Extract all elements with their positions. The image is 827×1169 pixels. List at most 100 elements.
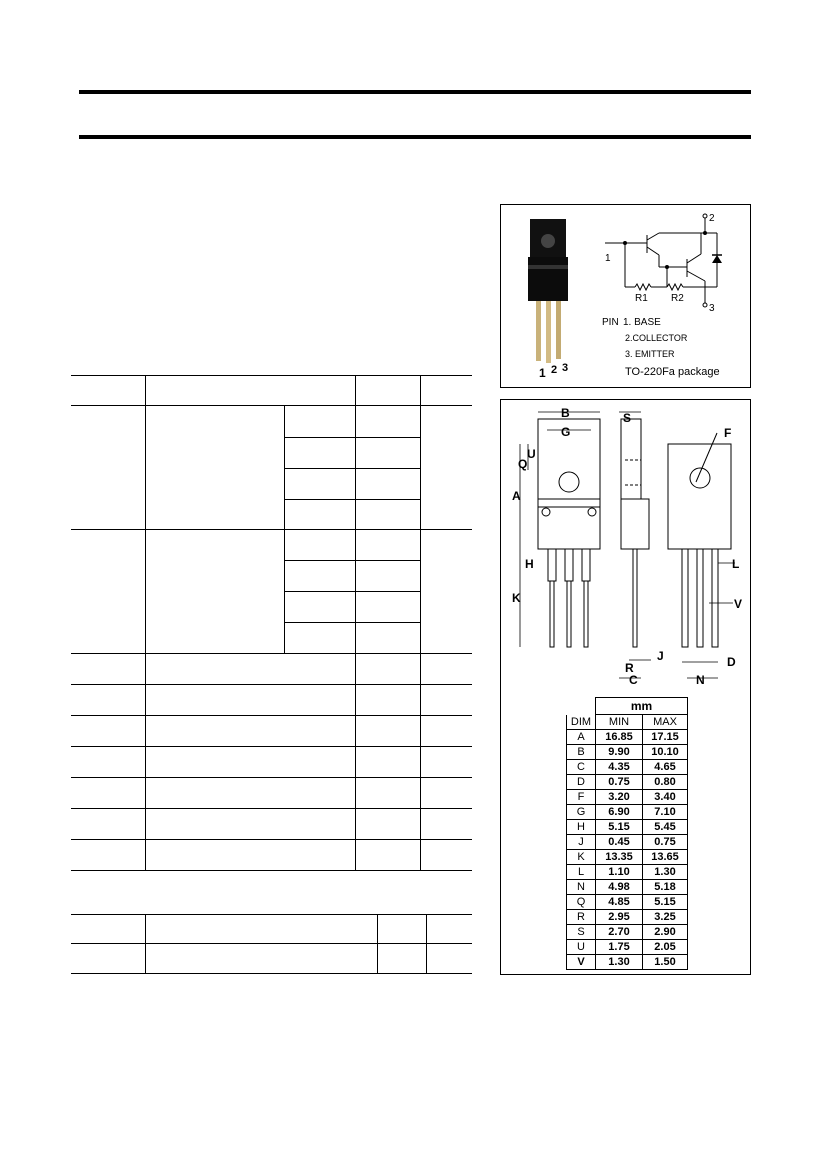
ratings-table-rule (285, 560, 420, 561)
dim-cell: 2.05 (642, 939, 688, 955)
dim-header: MAX (642, 714, 688, 730)
pin-definition: 1. BASE (623, 317, 661, 328)
dim-cell: 5.15 (642, 894, 688, 910)
header-rule-bottom (79, 135, 751, 139)
dim-cell: 0.45 (595, 834, 643, 850)
dim-cell: H (566, 819, 596, 835)
dim-cell: V (566, 954, 596, 970)
node-label: 3 (709, 303, 715, 314)
node-label: 2 (709, 213, 715, 224)
dim-label: H (525, 557, 534, 571)
dim-unit-row: mm (566, 697, 688, 715)
pin-number: 1 (539, 366, 546, 380)
ratings-table-rule (285, 499, 420, 500)
dim-cell: 3.25 (642, 909, 688, 925)
dim-label: Q (518, 457, 527, 471)
dim-label: V (734, 597, 742, 611)
dim-cell: 9.90 (595, 744, 643, 760)
ratings-table-rule (71, 746, 472, 747)
resistor-label: R1 (635, 293, 648, 304)
ratings-table-rule (71, 529, 472, 530)
dim-cell: 5.45 (642, 819, 688, 835)
dim-cell: N (566, 879, 596, 895)
dim-cell: F (566, 789, 596, 805)
ratings-table-rule (285, 437, 420, 438)
dim-cell: L (566, 864, 596, 880)
ratings-table-rule (71, 870, 472, 871)
header-rule-top (79, 90, 751, 94)
thermal-table-divider (145, 914, 146, 973)
outline-drawing-svg: B S G F U Q A H L K V R J C N D (512, 406, 742, 687)
dim-label: U (527, 447, 536, 461)
dim-cell: 13.65 (642, 849, 688, 865)
package-circuit-frame: 1 2 3 (500, 204, 751, 388)
dim-cell: 0.75 (642, 834, 688, 850)
dim-header-row: DIM MIN MAX (566, 714, 688, 730)
dim-label: N (696, 673, 705, 687)
dim-cell: 3.40 (642, 789, 688, 805)
dim-label: D (727, 655, 736, 669)
dim-cell: 1.30 (595, 954, 643, 970)
dim-cell: 5.15 (595, 819, 643, 835)
ratings-table-divider (420, 375, 421, 870)
dim-cell: 6.90 (595, 804, 643, 820)
dim-cell: 3.20 (595, 789, 643, 805)
ratings-table-rule (71, 839, 472, 840)
dim-cell: 10.10 (642, 744, 688, 760)
ratings-table-rule (285, 622, 420, 623)
dim-cell: 13.35 (595, 849, 643, 865)
dim-label: S (623, 411, 631, 425)
dim-cell: K (566, 849, 596, 865)
dim-cell: B (566, 744, 596, 760)
dim-cell: J (566, 834, 596, 850)
ratings-table-divider (355, 375, 356, 870)
pin-title: PIN (602, 317, 619, 328)
dim-cell: 5.18 (642, 879, 688, 895)
pin-number: 2 (551, 364, 557, 376)
dim-cell: G (566, 804, 596, 820)
pin-number: 3 (562, 362, 568, 374)
pin-definition: 2.COLLECTOR (625, 333, 688, 343)
dim-cell: 4.35 (595, 759, 643, 775)
dim-label: A (512, 489, 521, 503)
package-circuit-svg: 1 2 3 (528, 213, 722, 380)
dim-cell: U (566, 939, 596, 955)
ratings-table-rule (285, 468, 420, 469)
dim-cell: 1.50 (642, 954, 688, 970)
dimension-lines (519, 411, 735, 679)
dim-cell: 0.80 (642, 774, 688, 790)
diode-symbol (712, 255, 722, 263)
ratings-table-rule (71, 684, 472, 685)
darlington-schematic (605, 213, 718, 308)
dim-cell: 1.30 (642, 864, 688, 880)
ratings-table-rule (285, 591, 420, 592)
ratings-table-divider (145, 375, 146, 870)
dim-cell: 2.95 (595, 909, 643, 925)
dim-cell: Q (566, 894, 596, 910)
dim-cell: A (566, 729, 596, 745)
thermal-table-rule (71, 943, 472, 944)
ratings-table-rule (71, 808, 472, 809)
dim-cell: 2.70 (595, 924, 643, 940)
thermal-table-rule (71, 914, 472, 915)
dim-label: B (561, 406, 570, 420)
resistor-label: R2 (671, 293, 684, 304)
ratings-table-rule (71, 715, 472, 716)
dim-label: L (732, 557, 739, 571)
ratings-table-rule (71, 375, 472, 376)
node-label: 1 (605, 253, 611, 264)
thermal-table-rule (71, 973, 472, 974)
dim-cell: 7.10 (642, 804, 688, 820)
dim-cell: 4.85 (595, 894, 643, 910)
